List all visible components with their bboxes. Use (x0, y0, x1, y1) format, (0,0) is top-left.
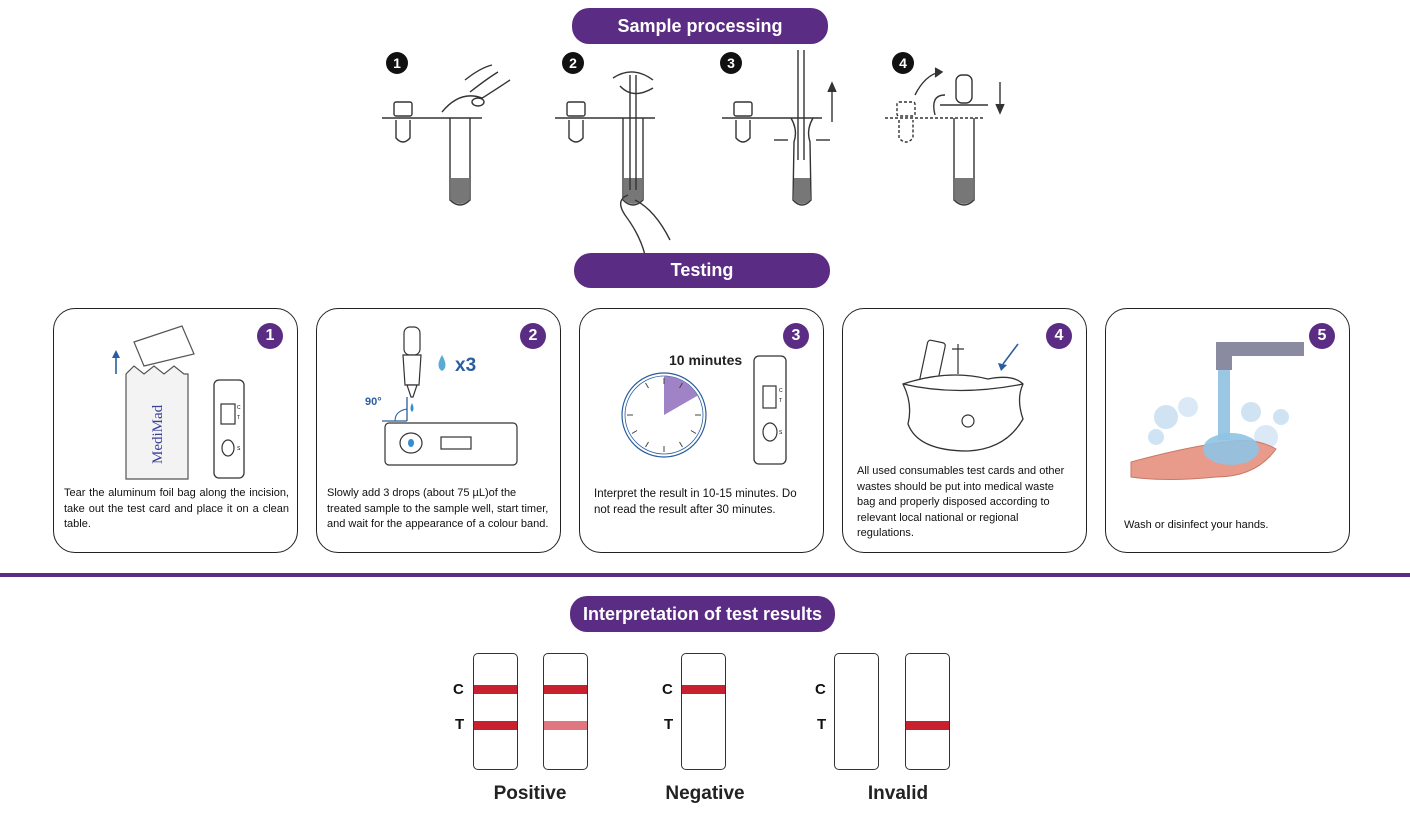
positive-c-label: C (453, 681, 464, 698)
invalid-c-label: C (815, 681, 826, 698)
sample-step-1-number: 1 (386, 52, 408, 74)
timer-clock-illustration (621, 372, 707, 458)
interpretation-header: Interpretation of test results (570, 596, 835, 632)
brand-logo: MediMad (150, 404, 166, 464)
testing-step-2-card: 2 90° x3 Slowly add 3 drops (about 75 µL… (316, 308, 561, 553)
positive-strip-weak (543, 653, 588, 770)
card-3-c-marking: C (779, 388, 783, 394)
sample-step-4-number: 4 (892, 52, 914, 74)
invalid-t-label: T (817, 716, 827, 733)
testing-step-3-card: 3 10 minutes C T S Interpret the result … (579, 308, 824, 553)
test-card-illustration: C T S (753, 355, 787, 465)
negative-t-label: T (664, 716, 674, 733)
testing-step-1-description: Tear the aluminum foil bag along the inc… (64, 487, 289, 530)
testing-step-4-description: All used consumables test cards and othe… (857, 465, 1065, 539)
positive-label: Positive (493, 783, 567, 804)
sample-step-3-squeeze-illustration (722, 50, 837, 206)
testing-step-1-number: 1 (257, 323, 283, 349)
testing-step-5-number: 5 (1309, 323, 1335, 349)
card-3-t-marking: T (779, 398, 782, 404)
card-1-s-marking: S (237, 446, 241, 452)
card-3-s-marking: S (779, 430, 783, 436)
dropper-illustration: 90° x3 (365, 326, 518, 466)
testing-step-4-card: 4 All used consumables test cards and ot… (842, 308, 1087, 553)
section-divider (0, 573, 1410, 577)
testing-header: Testing (574, 253, 830, 288)
waste-bag-illustration (902, 339, 1024, 452)
testing-step-4-number: 4 (1046, 323, 1072, 349)
negative-c-label: C (662, 681, 673, 698)
sample-step-4-cap-illustration (885, 67, 1005, 206)
drops-label: x3 (455, 355, 476, 376)
positive-strip-strong (473, 653, 518, 770)
hand-washing-illustration (1130, 342, 1304, 480)
testing-step-5-card: 5 Wash or disinfect your hands. (1105, 308, 1350, 553)
foil-bag-illustration: C T S MediMad (112, 325, 245, 480)
testing-step-3-description: Interpret the result in 10-15 minutes. D… (594, 488, 797, 516)
testing-step-3-number: 3 (783, 323, 809, 349)
testing-step-1-card: 1 C T S MediMad Tear the aluminum foil b… (53, 308, 298, 553)
control-line (544, 685, 587, 694)
invalid-strip-test-only (905, 653, 950, 770)
sample-processing-header: Sample processing (572, 8, 828, 44)
negative-label: Negative (665, 783, 745, 804)
sample-step-3-number: 3 (720, 52, 742, 74)
sample-processing-illustration (382, 50, 1005, 256)
test-line (906, 721, 949, 730)
testing-step-5-description: Wash or disinfect your hands. (1124, 519, 1269, 531)
control-line (682, 685, 725, 694)
positive-t-label: T (455, 716, 465, 733)
timer-label: 10 minutes (669, 352, 743, 368)
testing-step-2-description: Slowly add 3 drops (about 75 µL)of the t… (327, 487, 549, 530)
negative-strip (681, 653, 726, 770)
test-line-faint (544, 721, 587, 730)
invalid-label: Invalid (867, 783, 929, 804)
angle-label: 90° (365, 396, 382, 408)
card-1-c-marking: C (237, 405, 241, 411)
invalid-strip-empty (834, 653, 879, 770)
test-line (474, 721, 517, 730)
sample-step-2-swab-illustration (555, 71, 671, 256)
control-line (474, 685, 517, 694)
sample-step-2-number: 2 (562, 52, 584, 74)
testing-step-2-number: 2 (520, 323, 546, 349)
sample-step-1-tube-illustration (382, 64, 511, 206)
card-1-t-marking: T (237, 415, 240, 421)
